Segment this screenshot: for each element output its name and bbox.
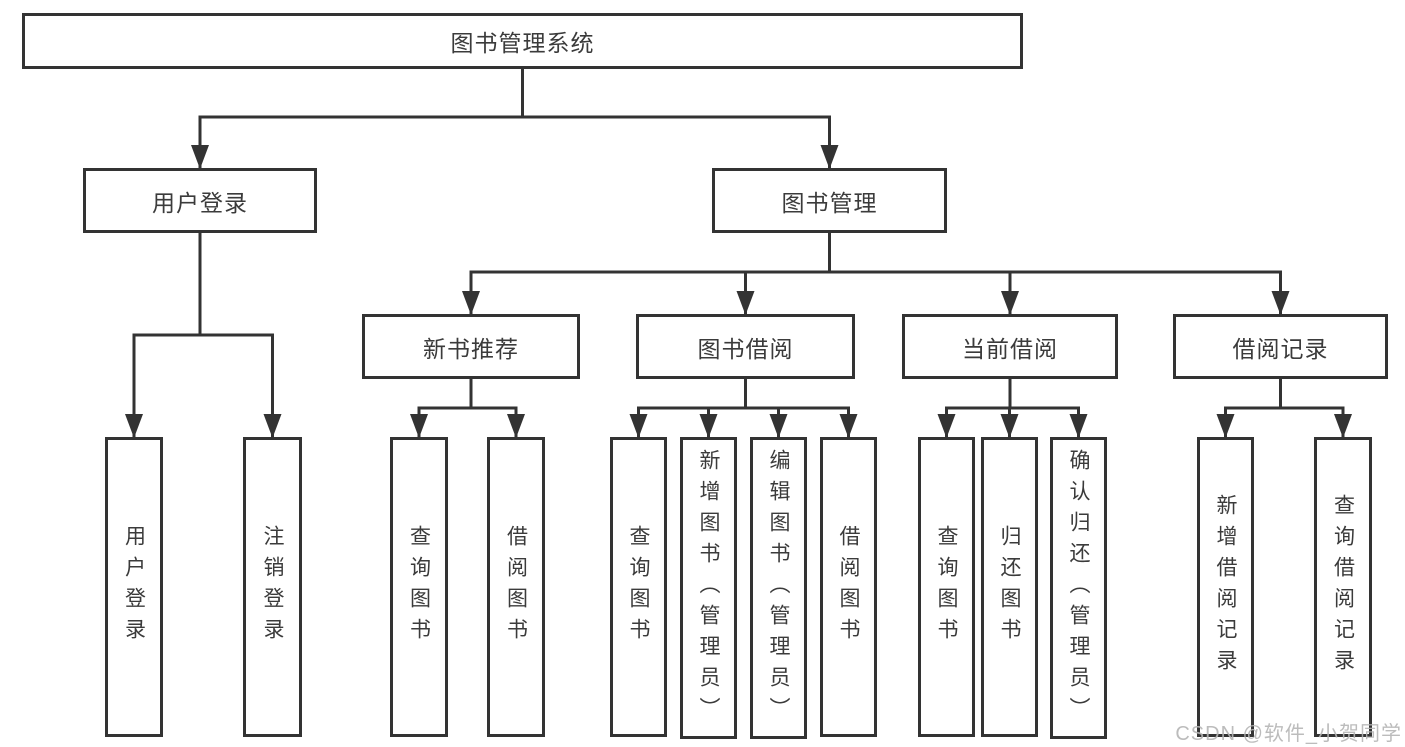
node-label-leaf-query-record: 查询借阅记录	[1331, 494, 1355, 680]
node-leaf-user-login: 用户登录	[105, 437, 163, 737]
node-label-leaf-user-login: 用户登录	[122, 525, 146, 649]
node-label-borrow-records: 借阅记录	[1232, 335, 1329, 362]
node-label-leaf-query-book-2: 查询图书	[627, 525, 650, 649]
arrowhead-icon	[125, 414, 143, 438]
node-label-leaf-confirm-return: 确认归还（管理员）	[1067, 448, 1090, 728]
arrowhead-icon	[1271, 291, 1290, 315]
watermark-text: CSDN @软件_小贺同学	[1175, 723, 1402, 745]
node-label-current-borrow: 当前借阅	[962, 335, 1058, 362]
arrowhead-icon	[937, 414, 956, 438]
node-leaf-query-book-3: 查询图书	[918, 437, 975, 737]
node-new-book-rec: 新书推荐	[362, 314, 580, 379]
arrowhead-icon	[629, 414, 648, 438]
node-label-leaf-borrow-book-2: 借阅图书	[837, 525, 860, 649]
node-leaf-logout: 注销登录	[243, 437, 302, 737]
arrowhead-icon	[507, 414, 525, 438]
node-label-leaf-add-book: 新增图书（管理员）	[697, 448, 720, 728]
arrowhead-icon	[1069, 414, 1088, 438]
node-book-borrow: 图书借阅	[636, 314, 855, 379]
node-label-leaf-borrow-book-1: 借阅图书	[504, 525, 528, 649]
node-leaf-query-record: 查询借阅记录	[1314, 437, 1372, 737]
node-leaf-edit-book: 编辑图书（管理员）	[750, 437, 807, 739]
node-label-leaf-query-book-3: 查询图书	[935, 525, 958, 649]
node-leaf-return-book: 归还图书	[981, 437, 1038, 737]
node-leaf-query-book-1: 查询图书	[390, 437, 448, 737]
node-label-new-book-rec: 新书推荐	[423, 335, 519, 362]
node-label-book-mgmt: 图书管理	[781, 189, 878, 216]
node-user-login: 用户登录	[83, 168, 317, 233]
node-current-borrow: 当前借阅	[902, 314, 1118, 379]
node-book-mgmt: 图书管理	[712, 168, 947, 233]
node-leaf-query-book-2: 查询图书	[610, 437, 667, 737]
arrowhead-icon	[462, 291, 480, 315]
node-label-leaf-add-record: 新增借阅记录	[1214, 494, 1237, 680]
node-leaf-add-record: 新增借阅记录	[1197, 437, 1254, 737]
node-label-leaf-logout: 注销登录	[261, 525, 284, 649]
node-label-leaf-return-book: 归还图书	[998, 525, 1021, 649]
node-leaf-add-book: 新增图书（管理员）	[680, 437, 737, 739]
arrowhead-icon	[410, 414, 428, 438]
arrowhead-icon	[191, 145, 209, 169]
node-leaf-borrow-book-1: 借阅图书	[487, 437, 545, 737]
arrowhead-icon	[1216, 414, 1235, 438]
arrowhead-icon	[839, 414, 858, 438]
node-leaf-borrow-book-2: 借阅图书	[820, 437, 877, 737]
node-label-leaf-query-book-1: 查询图书	[407, 525, 431, 649]
arrowhead-icon	[699, 414, 718, 438]
arrowhead-icon	[263, 414, 282, 438]
node-label-user-login: 用户登录	[152, 189, 248, 216]
node-root: 图书管理系统	[22, 13, 1023, 69]
node-label-book-borrow: 图书借阅	[697, 335, 794, 362]
arrowhead-icon	[736, 291, 755, 315]
arrowhead-icon	[1000, 414, 1019, 438]
node-leaf-confirm-return: 确认归还（管理员）	[1050, 437, 1107, 739]
node-label-leaf-edit-book: 编辑图书（管理员）	[767, 448, 790, 728]
arrowhead-icon	[1334, 414, 1352, 438]
node-borrow-records: 借阅记录	[1173, 314, 1388, 379]
arrowhead-icon	[769, 414, 788, 438]
arrowhead-icon	[820, 145, 839, 169]
node-label-root: 图书管理系统	[450, 30, 595, 56]
arrowhead-icon	[1001, 291, 1019, 315]
